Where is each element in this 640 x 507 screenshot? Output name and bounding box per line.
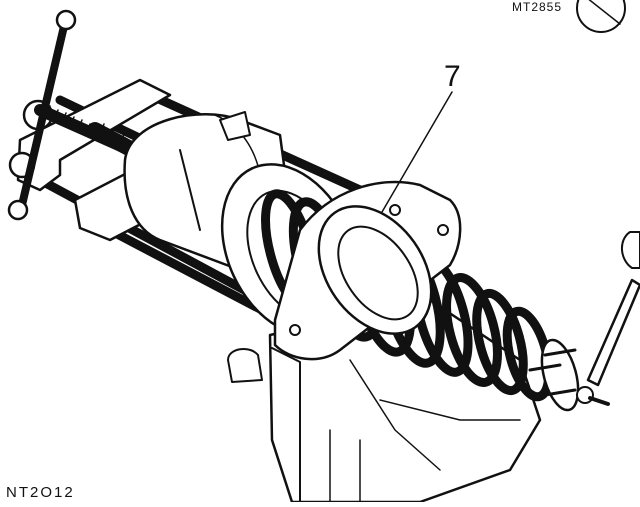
hub-flange — [528, 338, 610, 412]
flanged-mounting-plate — [273, 180, 462, 361]
figure-reference-top: MT2855 — [512, 0, 563, 14]
figure-reference-bottom: NT2O12 — [6, 484, 75, 501]
spanner — [586, 231, 640, 387]
corner-emblem — [576, 0, 626, 33]
callout-leader-7 — [381, 91, 453, 213]
callout-number-7: 7 — [444, 60, 461, 93]
